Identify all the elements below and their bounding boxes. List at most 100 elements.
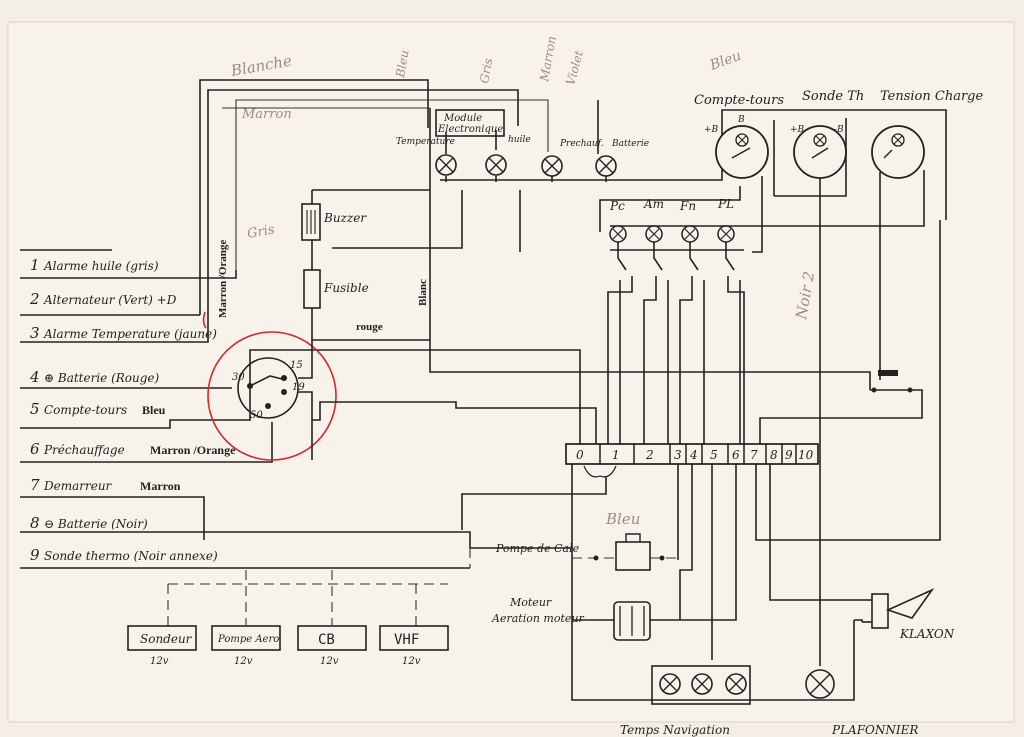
klaxon-horn-icon [885, 588, 935, 619]
lamp-label-prechauf: Prechauf. [559, 139, 604, 149]
module-electronique: Module Electronique [435, 109, 505, 137]
terminal-label-10: 10 [798, 448, 814, 462]
accessory-vhf-volt: 12v [402, 656, 421, 667]
pompe-cale-label: Pompe de Cale [495, 542, 580, 555]
moteur-aeration: Moteur Aeration moteur [491, 596, 680, 641]
legend-text-9: Sonde thermo (Noir annexe) [44, 549, 218, 563]
legend-num-3: 3 [30, 324, 40, 342]
light-label-am: Am [643, 197, 664, 211]
legend-text-6: Préchauffage [43, 443, 125, 457]
gauge-label-minus-b: -B [834, 125, 844, 135]
lamp-label-temperature: Temperature [396, 137, 455, 147]
legend-num-2: 2 [29, 290, 40, 308]
key-switch: 30 15 19 50 [207, 331, 871, 461]
lamp-group-frame [651, 665, 751, 705]
legend-text-1: Alarme huile (gris) [43, 259, 159, 273]
legend-row-8: 8⊖ Batterie (Noir) [30, 514, 148, 532]
key-switch-body [237, 357, 299, 419]
buzzer-label: Buzzer [323, 211, 367, 225]
key-terminal-50: 50 [250, 410, 263, 421]
legend-num-4: 4 [29, 368, 40, 386]
terminal-label-7: 7 [750, 448, 758, 462]
pencil-note-gris-left: Gris [246, 222, 276, 242]
module-box [435, 109, 505, 137]
accessory-sondeur-label: Sondeur [140, 632, 193, 646]
pompe-de-cale: Pompe de Cale [495, 533, 678, 571]
accessory-pompe-box [211, 625, 281, 651]
legend-num-1: 1 [30, 256, 40, 274]
light-fn-icon [681, 225, 699, 243]
gauge-title-tension: Tension Charge [880, 89, 983, 104]
terminal-label-2: 2 [645, 448, 654, 462]
legend-typed-7: Marron [140, 479, 181, 493]
lamp-label-batterie: Batterie [611, 139, 649, 149]
legend-wires [20, 249, 581, 569]
accessory-sondeur-box [127, 625, 197, 651]
fusible-box [303, 269, 321, 309]
pencil-note-gris: Gris [477, 57, 495, 84]
red-mark [202, 311, 207, 329]
gauge-label-b: B [737, 115, 745, 125]
accessory-pompe-label: Pompe Aero [217, 634, 279, 645]
legend-typed-5: Bleu [142, 403, 166, 417]
bottom-lamps: Temps Navigation PLAFONNIER [620, 665, 918, 737]
pencil-note-bleu: Bleu [393, 49, 412, 79]
accessory-cb-volt: 12v [320, 656, 339, 667]
terminal-label-3: 3 [674, 448, 682, 462]
gauge-compte-tours-icon [715, 125, 769, 179]
legend-row-4: 4 ⊕ Batterie (Rouge) [29, 368, 160, 386]
terminal-label-5: 5 [710, 448, 718, 462]
key-terminal-15: 15 [290, 360, 303, 371]
gauge-title-sonde: Sonde Th [802, 89, 864, 104]
legend-text-5: Compte-tours [44, 403, 127, 417]
klaxon-body [871, 593, 889, 629]
gauge-sonde-icon [793, 125, 847, 179]
bottom-label-plafonnier: PLAFONNIER [831, 723, 918, 737]
key-terminal-19: 19 [292, 382, 305, 393]
terminal-label-1: 1 [612, 448, 620, 462]
terminal-label-0: 0 [576, 448, 584, 462]
navigation-lights: Pc Am Fn PL [607, 197, 745, 450]
pencil-note-bleu-bottom: Bleu [605, 510, 640, 528]
lower-wiring [461, 220, 941, 701]
klaxon-label: KLAXON [899, 627, 955, 641]
lamp-nav-3-icon [725, 673, 747, 695]
plafonnier-lamp-icon [805, 669, 835, 699]
gauge-label-plus-b-2: +B [790, 125, 805, 135]
light-pc-icon [609, 225, 627, 243]
legend-text-2: Alternateur (Vert) +D [43, 293, 177, 307]
light-pl-icon [717, 225, 735, 243]
fusible-label: Fusible [323, 281, 369, 295]
legend-typed-6: Marron /Orange [150, 443, 236, 457]
accessory-cb-box [297, 625, 367, 651]
lamp-prechauffage-icon [541, 155, 563, 177]
lamp-huile-icon [485, 154, 507, 176]
accessories: Sondeur Pompe Aero CB VHF 12v 12v 12v 12… [127, 548, 471, 667]
terminal-10 [795, 443, 819, 465]
module-lamps: Temperature huile Prechauf. Batterie [396, 135, 649, 177]
gauges: Compte-tours Sonde Th Tension Charge +B … [694, 89, 983, 179]
terminal-label-9: 9 [785, 448, 793, 462]
terminal-label-4: 4 [689, 448, 698, 462]
lamp-nav-1-icon [659, 673, 681, 695]
pencil-note-marron: Marron [241, 107, 292, 122]
lamp-batterie-icon [595, 155, 617, 177]
legend-text-3: Alarme Temperature (jaune) [43, 327, 217, 341]
accessory-cb-label: CB [318, 632, 335, 648]
gauge-tension-icon [871, 125, 925, 179]
buzzer-component: Buzzer [301, 203, 367, 241]
key-terminal-30: 30 [232, 372, 245, 383]
lamp-nav-2-icon [691, 673, 713, 695]
legend-text-8: ⊖ Batterie (Noir) [44, 517, 148, 531]
light-am-icon [645, 225, 663, 243]
legend-text-4: ⊕ Batterie (Rouge) [44, 371, 160, 385]
